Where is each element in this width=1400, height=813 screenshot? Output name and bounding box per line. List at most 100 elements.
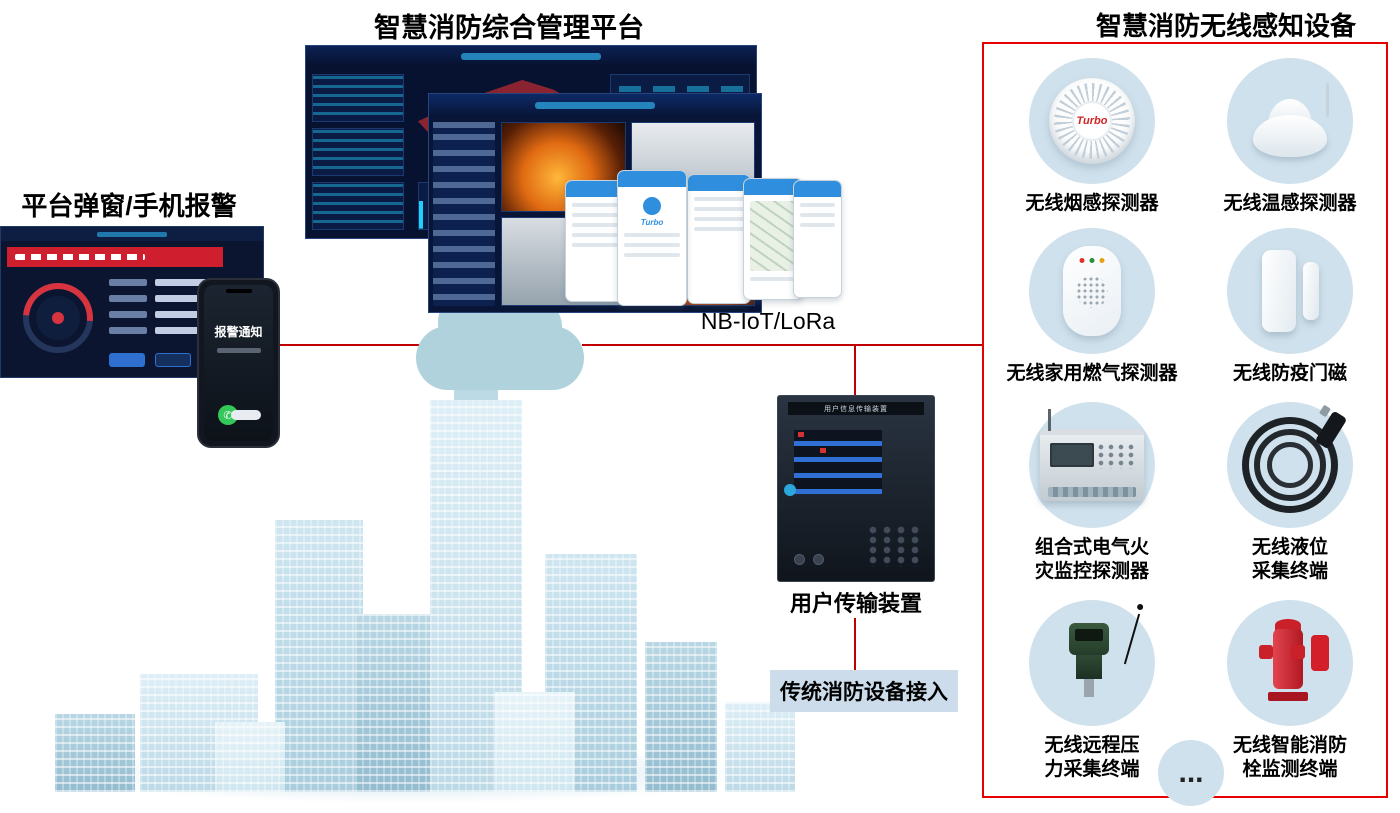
antenna [1048, 409, 1051, 431]
hydrant-outlet-right [1291, 645, 1305, 659]
app-line [694, 197, 744, 201]
device-image-circle [1029, 228, 1155, 354]
device-tile-smoke-detector: Turbo 无线烟感探测器 [997, 58, 1187, 216]
device-tile-pressure-terminal: 无线远程压 力采集终端 [997, 600, 1187, 782]
alarm-phone-screen: 报警通知 ✆ [204, 285, 273, 441]
video-titlebar [429, 94, 761, 116]
detail-row [109, 295, 253, 302]
sensor-body [1076, 655, 1102, 679]
alarm-title: 平台弹窗/手机报警 [21, 191, 237, 221]
device-label: 无线远程压 力采集终端 [1044, 735, 1140, 780]
magnet-strip [1302, 262, 1319, 320]
alarm-detail-rows [109, 279, 253, 343]
row-value-placeholder [155, 279, 241, 286]
app-brand: Turbo [640, 218, 664, 227]
app-phone-screen-login: Turbo [617, 170, 687, 306]
device-label: 无线防疫门磁 [1232, 363, 1347, 384]
titlebar-text-placeholder [97, 231, 167, 237]
city-skyline-illustration [45, 388, 795, 804]
ellipsis-text: ... [1178, 756, 1204, 789]
device-image-circle [1227, 600, 1353, 726]
door-magnet-illustration [1261, 250, 1319, 332]
alarm-red-banner [7, 247, 223, 267]
app-line [800, 213, 835, 217]
red-led [820, 448, 826, 453]
status-leds [1079, 258, 1105, 263]
mobile-app-screens: Turbo [565, 168, 842, 308]
magnet-main-body [1261, 250, 1296, 332]
device-image-circle [1029, 402, 1155, 528]
app-line [624, 243, 680, 247]
level-sensor [1314, 410, 1348, 450]
device-image-circle [1227, 58, 1353, 184]
row-value-placeholder [155, 295, 219, 302]
device-tile-electrical-fire-monitor: 组合式电气火 灾监控探测器 [997, 402, 1187, 584]
led [1089, 258, 1095, 263]
device-label: 无线家用燃气探测器 [1006, 363, 1178, 384]
button-grid [1096, 443, 1136, 469]
building [495, 692, 575, 792]
device-tile-liquid-level-terminal: 无线液位 采集终端 [1195, 402, 1385, 584]
confirm-button-placeholder [109, 353, 145, 367]
device-image-circle: Turbo [1029, 58, 1155, 184]
gauge-core [36, 296, 80, 340]
cyan-indicator [784, 484, 796, 496]
pressure-sensor-illustration [1047, 603, 1144, 709]
row-label-placeholder [109, 327, 147, 334]
knob [794, 554, 805, 565]
led [1079, 258, 1085, 263]
detail-row [109, 327, 253, 334]
device-label: 无线液位 采集终端 [1251, 537, 1328, 582]
device-image-circle [1029, 600, 1155, 726]
device-tile-fire-hydrant-terminal: 无线智能消防 栓监测终端 [1195, 600, 1385, 782]
keypad [866, 525, 922, 567]
app-line [624, 253, 680, 257]
monitor-tag [1311, 635, 1329, 671]
gauge-alert-dot [52, 312, 64, 324]
chart-block [312, 128, 404, 176]
connector-cloud-to-panel [582, 344, 984, 346]
alarm-phone: 报警通知 ✆ [197, 278, 280, 448]
knob [813, 554, 824, 565]
building [55, 714, 135, 792]
cancel-button-placeholder [155, 353, 191, 367]
app-phone-screen [793, 180, 842, 298]
antenna-tip [1136, 603, 1144, 611]
dashboard-titlebar [306, 46, 756, 66]
device-image-circle [1227, 228, 1353, 354]
device-tile-heat-detector: 无线温感探测器 [1195, 58, 1385, 216]
device-tile-gas-detector: 无线家用燃气探测器 [997, 228, 1187, 386]
gas-detector-illustration [1063, 246, 1121, 336]
speaker-grille [1076, 276, 1108, 308]
led [1099, 258, 1105, 263]
hydrant-body [1273, 629, 1303, 689]
app-map-view [750, 201, 796, 271]
device-label: 组合式电气火 灾监控探测器 [1034, 537, 1149, 582]
hydrant-cap [1275, 619, 1301, 631]
platform-title: 智慧消防综合管理平台 [374, 13, 644, 43]
app-header [794, 181, 841, 197]
app-line [694, 217, 744, 221]
alarm-notification-title: 报警通知 [214, 325, 263, 339]
video-sidebar-list [433, 122, 495, 306]
app-header [566, 181, 626, 197]
app-phone-screen [565, 180, 627, 302]
antenna [1123, 603, 1144, 665]
app-line [800, 203, 835, 207]
connector-transmission-to-traditional [854, 612, 856, 672]
app-line [694, 207, 744, 211]
more-devices-indicator: ... [1158, 740, 1224, 806]
sensor-display [1075, 629, 1103, 641]
lcd-screen [1050, 443, 1094, 467]
heat-detector-illustration [1245, 81, 1335, 161]
app-line [572, 213, 620, 217]
alarm-buttons [109, 353, 191, 367]
antenna [1326, 83, 1329, 117]
phone-notch [225, 289, 252, 293]
alarm-dashboard-titlebar [1, 227, 263, 241]
device-label: 无线温感探测器 [1223, 193, 1357, 214]
device-tile-door-magnet: 无线防疫门磁 [1195, 228, 1385, 386]
fire-hydrant-illustration [1251, 619, 1329, 707]
transmission-device-nameplate: 用户信息传输装置 [788, 402, 924, 415]
row-value-placeholder [155, 327, 213, 334]
